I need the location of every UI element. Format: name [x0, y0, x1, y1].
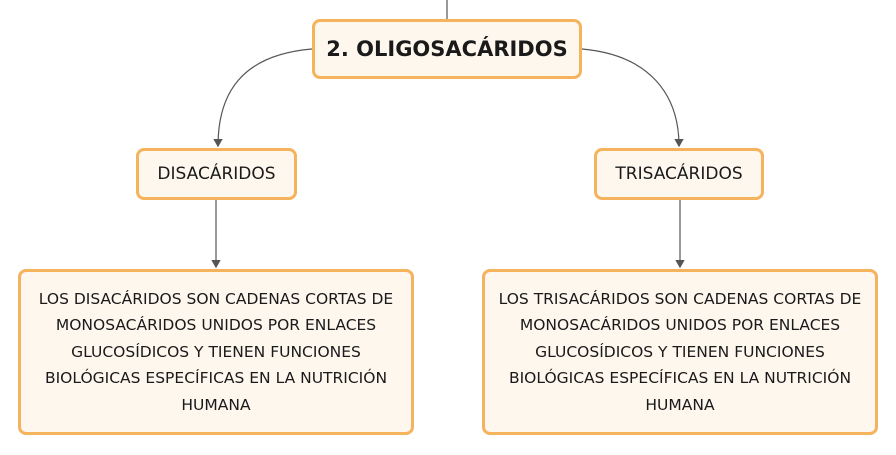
disacaridos-description-text: LOS DISACÁRIDOS SON CADENAS CORTAS DE MO…: [38, 289, 394, 414]
disacaridos-node-label: DISACÁRIDOS: [157, 164, 276, 184]
disacaridos-description-node[interactable]: LOS DISACÁRIDOS SON CADENAS CORTAS DE MO…: [18, 269, 414, 435]
disacaridos-node[interactable]: DISACÁRIDOS: [136, 148, 297, 200]
root-node[interactable]: 2. OLIGOSACÁRIDOS: [312, 19, 582, 79]
trisacaridos-node[interactable]: TRISACÁRIDOS: [594, 148, 764, 200]
root-node-label: 2. OLIGOSACÁRIDOS: [326, 37, 568, 61]
trisacaridos-description-text: LOS TRISACÁRIDOS SON CADENAS CORTAS DE M…: [498, 289, 862, 414]
trisacaridos-node-label: TRISACÁRIDOS: [615, 164, 743, 184]
connector-root-to-trisacaridos: [581, 48, 684, 148]
connector-root-to-disacaridos: [213, 48, 313, 148]
trisacaridos-description-node[interactable]: LOS TRISACÁRIDOS SON CADENAS CORTAS DE M…: [482, 269, 878, 435]
